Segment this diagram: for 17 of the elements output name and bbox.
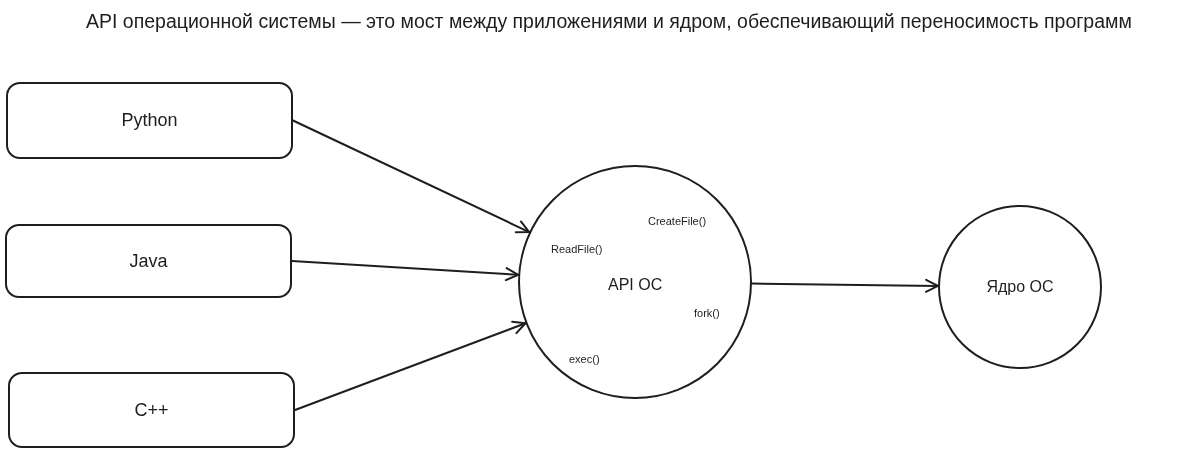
language-box <box>5 224 292 298</box>
diagram-title: API операционной системы — это мост между приложениями и ядром, обеспечивающий переносимость программ <box>86 9 1132 34</box>
arrow <box>291 260 520 282</box>
function-name: exec() <box>569 352 600 367</box>
node-label: C++ <box>134 398 169 422</box>
node-label: Python <box>121 109 178 132</box>
language-box <box>6 82 293 159</box>
function-name: fork() <box>694 306 720 321</box>
node-label: API ОС <box>608 275 663 295</box>
node-label: Ядро ОС <box>986 277 1054 297</box>
function-name: CreateFile() <box>648 214 707 229</box>
function-name: ReadFile() <box>551 242 603 257</box>
arrow <box>751 278 939 293</box>
node-label: Java <box>129 249 168 273</box>
arrow <box>292 119 531 234</box>
language-box <box>8 372 295 448</box>
arrow <box>294 320 527 411</box>
